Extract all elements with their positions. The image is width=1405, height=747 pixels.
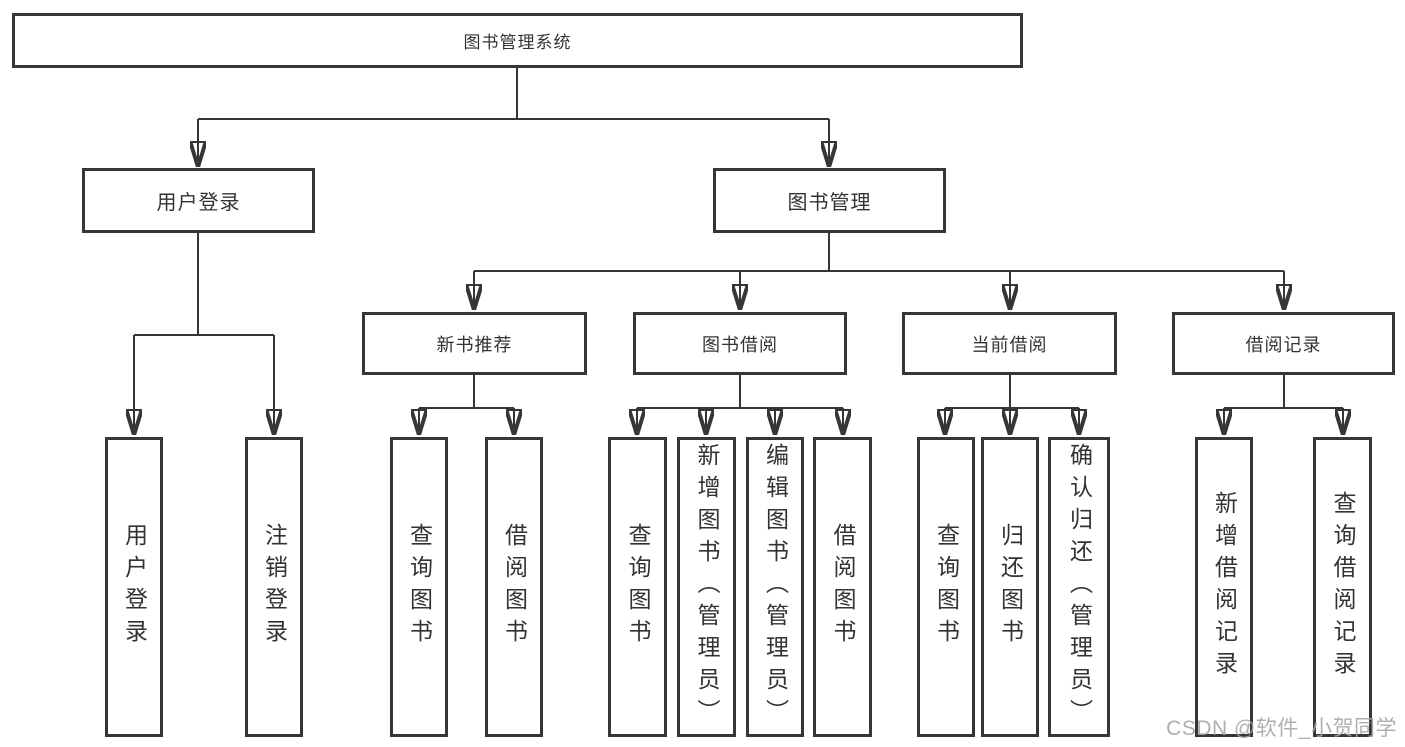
node-root: 图书管理系统	[12, 13, 1023, 68]
node-current-borrow: 当前借阅	[902, 312, 1117, 375]
node-book-management: 图书管理	[713, 168, 946, 233]
node-leaf-add-borrow-record: 新增借阅记录	[1195, 437, 1253, 737]
node-label: 借阅记录	[1245, 334, 1322, 355]
node-leaf-logout: 注销登录	[245, 437, 303, 737]
node-label: 确认归还（管理员）	[1066, 443, 1093, 731]
node-leaf-query-books-2: 查询图书	[608, 437, 667, 737]
node-label: 归还图书	[997, 523, 1024, 651]
node-leaf-query-borrow-record: 查询借阅记录	[1313, 437, 1372, 737]
node-label: 编辑图书（管理员）	[762, 443, 789, 731]
node-label: 借阅图书	[501, 523, 528, 651]
node-label: 查询借阅记录	[1330, 491, 1356, 683]
node-book-borrow: 图书借阅	[633, 312, 847, 375]
node-label: 图书管理	[787, 192, 872, 214]
node-user-login: 用户登录	[82, 168, 315, 233]
node-leaf-borrow-books-1: 借阅图书	[485, 437, 543, 737]
node-label: 借阅图书	[830, 523, 856, 651]
node-label: 新书推荐	[436, 334, 513, 355]
node-label: 用户登录	[156, 192, 241, 214]
node-leaf-borrow-books-2: 借阅图书	[813, 437, 872, 737]
node-label: 用户登录	[121, 523, 148, 651]
node-label: 注销登录	[261, 523, 288, 651]
node-label: 新增图书（管理员）	[694, 443, 720, 731]
node-leaf-edit-book-admin: 编辑图书（管理员）	[746, 437, 804, 737]
node-label: 图书管理系统	[463, 33, 572, 52]
node-leaf-add-book-admin: 新增图书（管理员）	[677, 437, 736, 737]
node-leaf-return-books: 归还图书	[981, 437, 1039, 737]
node-label: 新增借阅记录	[1211, 491, 1238, 683]
node-label: 图书借阅	[702, 334, 778, 355]
node-leaf-confirm-return-admin: 确认归还（管理员）	[1048, 437, 1110, 737]
node-new-book-recommend: 新书推荐	[362, 312, 587, 375]
node-label: 查询图书	[406, 523, 433, 651]
node-leaf-query-books-3: 查询图书	[917, 437, 975, 737]
node-borrow-records: 借阅记录	[1172, 312, 1395, 375]
node-label: 查询图书	[625, 523, 651, 651]
node-label: 查询图书	[933, 523, 960, 651]
node-leaf-query-books-1: 查询图书	[390, 437, 448, 737]
csdn-watermark: CSDN @软件_小贺同学	[1166, 717, 1397, 740]
node-label: 当前借阅	[971, 334, 1048, 355]
node-leaf-user-login: 用户登录	[105, 437, 163, 737]
